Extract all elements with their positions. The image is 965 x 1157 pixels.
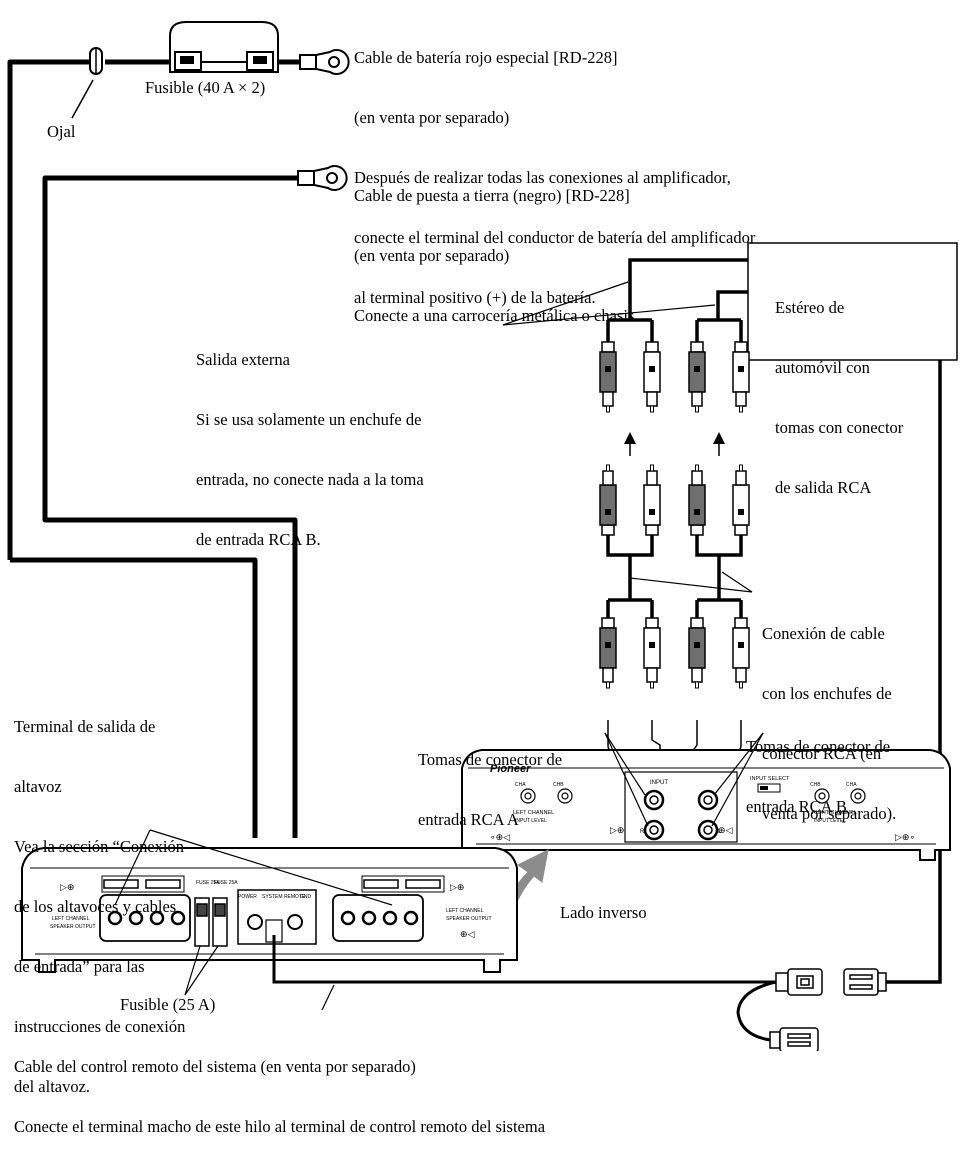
rca-plug-icon	[688, 464, 706, 536]
rca-plugs-stereo-side	[599, 341, 750, 413]
ground-ring-terminal-icon	[297, 165, 348, 191]
svg-text:FUSE 25A: FUSE 25A	[214, 880, 238, 886]
svg-text:LEFT CHANNEL: LEFT CHANNEL	[52, 916, 90, 922]
svg-text:∘⊕◁: ∘⊕◁	[490, 832, 510, 842]
svg-text:L: L	[718, 829, 722, 835]
svg-text:SPEAKER OUTPUT: SPEAKER OUTPUT	[50, 924, 96, 930]
svg-text:▷⊕: ▷⊕	[450, 882, 464, 892]
rca-plugs-amp-side	[599, 617, 750, 689]
power-terminal-panel: POWER SYSTEM REMOTE GND	[237, 889, 317, 945]
svg-text:SPEAKER OUTPUT: SPEAKER OUTPUT	[446, 916, 492, 922]
rca-plugs-cable-top	[599, 464, 750, 536]
car-stereo-box	[747, 242, 958, 361]
svg-text:▷⊕: ▷⊕	[60, 882, 74, 892]
svg-text:CHA: CHA	[846, 782, 857, 788]
svg-text:CHA: CHA	[515, 782, 526, 788]
remote-cable	[272, 935, 775, 984]
svg-text:CHB: CHB	[810, 782, 821, 788]
ground-cable-label: Cable de puesta a tierra (negro) [RD-228…	[354, 186, 639, 325]
grommet-icon	[71, 47, 103, 119]
fuse-main-label: Fusible (40 A × 2)	[145, 78, 266, 97]
fuse-amp-label: Fusible (25 A)	[120, 995, 216, 1014]
ground-cable	[42, 175, 300, 838]
rca-connection-label: Conexión de cable con los enchufes de co…	[762, 624, 897, 823]
rca-plug-icon	[643, 341, 661, 413]
svg-text:GND: GND	[300, 894, 312, 900]
diagram-canvas: Pioneer INPUT INPUT SELECT CHA CHB CHB C…	[7, 21, 958, 1053]
input-level-knobs	[520, 788, 866, 804]
rca-jack-callouts	[604, 732, 764, 827]
rca-output-cables	[606, 258, 942, 984]
grommet-label: Ojal	[47, 122, 76, 141]
svg-text:INPUT LEVEL: INPUT LEVEL	[515, 818, 547, 824]
rca-plug-icon	[643, 464, 661, 536]
external-output-callout	[502, 281, 716, 326]
car-stereo-label: Estéreo de automóvil con tomas con conec…	[775, 298, 904, 497]
fuse-holder-icon	[169, 21, 279, 73]
svg-text:LEFT CHANNEL: LEFT CHANNEL	[513, 810, 554, 816]
svg-text:⊕◁: ⊕◁	[460, 929, 475, 939]
external-output-label: Salida externa Si se usa solamente un en…	[196, 350, 424, 549]
svg-text:▷⊕: ▷⊕	[610, 825, 624, 835]
battery-cable	[7, 59, 305, 838]
svg-text:⊕◁: ⊕◁	[718, 825, 733, 835]
svg-text:POWER: POWER	[238, 894, 257, 900]
rca-connection-callout	[629, 571, 753, 593]
rca-plug-icon	[732, 464, 750, 536]
connect-arrows	[624, 432, 725, 456]
brand-logo: Pioneer	[490, 763, 531, 775]
svg-text:INPUT LEVEL: INPUT LEVEL	[814, 818, 846, 824]
rca-plug-icon	[643, 617, 661, 689]
rca-plug-icon	[599, 464, 617, 536]
svg-text:INPUT SELECT: INPUT SELECT	[750, 776, 790, 782]
rca-plug-icon	[688, 341, 706, 413]
speaker-output-left	[99, 875, 191, 942]
battery-ring-terminal-icon	[299, 49, 350, 75]
svg-text:SYSTEM REMOTE: SYSTEM REMOTE	[262, 894, 306, 900]
remote-cable-label: Cable del control remoto del sistema (en…	[14, 1057, 546, 1136]
svg-text:INPUT: INPUT	[650, 780, 668, 786]
amplifier-front: LEFT CHANNEL SPEAKER OUTPUT LEFT CHANNEL…	[21, 829, 518, 996]
amp-fuse-icons: FUSE 25A FUSE 25A	[194, 880, 238, 947]
svg-text:RIGHT CHANNEL: RIGHT CHANNEL	[812, 810, 857, 816]
reverse-side-label: Lado inverso	[560, 903, 647, 922]
rca-plug-icon	[732, 341, 750, 413]
svg-text:▷⊕∘: ▷⊕∘	[895, 832, 915, 842]
rca-plug-icon	[599, 617, 617, 689]
svg-text:LEFT CHANNEL: LEFT CHANNEL	[446, 908, 484, 914]
svg-text:R: R	[640, 829, 645, 835]
svg-text:FUSE 25A: FUSE 25A	[196, 880, 220, 886]
speaker-output-right	[332, 875, 445, 942]
rca-input-a-label: Tomas de conector de entrada RCA A	[418, 750, 563, 829]
rca-plug-icon	[688, 617, 706, 689]
remote-connectors-icon	[736, 968, 887, 1053]
rca-plug-icon	[599, 341, 617, 413]
battery-cable-label: Cable de batería rojo especial [RD-228] …	[354, 48, 756, 307]
svg-text:CHB: CHB	[553, 782, 564, 788]
rca-cable-middle	[606, 535, 743, 618]
wiring-diagram: Pioneer INPUT INPUT SELECT CHA CHB CHB C…	[7, 21, 958, 1136]
rca-input-b-label: Tomas de conector de entrada RCA B	[746, 737, 891, 816]
rca-plug-icon	[732, 617, 750, 689]
remote-cable-callout	[321, 984, 335, 1011]
